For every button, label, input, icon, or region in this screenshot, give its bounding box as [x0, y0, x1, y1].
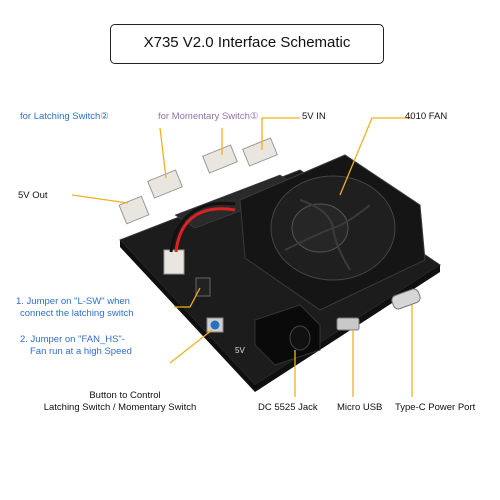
label-power-in: 5V IN: [302, 111, 326, 122]
label-jumper2-line2: Fan run at a high Speed: [30, 346, 132, 357]
micro-usb-port: [336, 317, 360, 331]
fan-connector: [163, 249, 185, 275]
leader-fan: [339, 117, 412, 196]
label-micro-usb: Micro USB: [337, 402, 383, 413]
fan-wire-red: [174, 207, 236, 253]
leader-latching: [159, 127, 167, 179]
label-power-out: 5V Out: [18, 190, 48, 201]
label-dc-jack: DC 5525 Jack: [258, 402, 318, 413]
leader-power-in: [261, 117, 300, 150]
dc-jack: [254, 304, 321, 366]
label-jumper1-line2: connect the latching switch: [20, 308, 134, 319]
label-typec: Type-C Power Port: [395, 402, 476, 413]
leader-jumper: [174, 287, 201, 308]
momentary-connector: [202, 144, 238, 174]
power-in-connector: [242, 137, 278, 167]
label-latching-switch: for Latching Switch②: [20, 111, 109, 122]
silk-5v: 5V: [235, 346, 245, 355]
leader-power-out: [71, 194, 129, 204]
leader-lines: [71, 117, 413, 397]
jumper-pins: [195, 277, 211, 297]
label-jumper1-line1: 1. Jumper on "L-SW" when: [16, 296, 130, 307]
label-jumper2-line1: 2. Jumper on "FAN_HS"-: [20, 334, 125, 345]
fan-hub: [291, 203, 349, 253]
label-button-line2: Latching Switch / Momentary Switch: [43, 402, 197, 413]
latching-connector: [147, 169, 183, 199]
label-momentary-switch: for Momentary Switch①: [158, 111, 259, 122]
power-out-connector: [118, 195, 150, 225]
page-title: X735 V2.0 Interface Schematic: [143, 34, 351, 51]
control-button-cap: [210, 320, 220, 330]
leader-button: [169, 329, 213, 364]
fan-wire-black: [169, 201, 236, 253]
label-button-line1: Button to Control: [89, 390, 161, 401]
typec-port: [391, 288, 421, 310]
title-box: X735 V2.0 Interface Schematic: [110, 24, 384, 64]
label-fan: 4010 FAN: [405, 111, 448, 122]
